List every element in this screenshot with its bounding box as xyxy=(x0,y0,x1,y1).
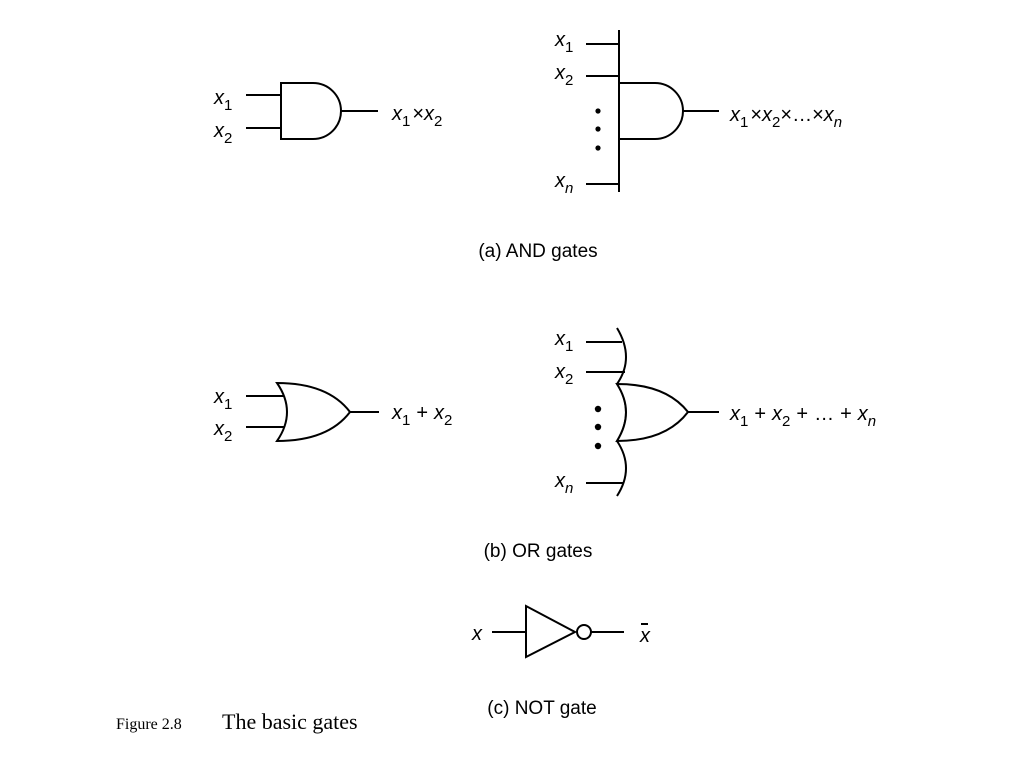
orn-label-x2: x2 xyxy=(554,361,573,388)
or-gate-two-input: x1 x2 x1+x2 xyxy=(213,381,452,445)
and2-gate-body xyxy=(280,82,342,140)
and2-label-x1: x1 xyxy=(213,87,232,114)
and-gate-two-input: x1 x2 x1×x2 xyxy=(213,82,442,147)
orn-ellipsis-dot xyxy=(594,405,602,413)
orn-label-xn: xn xyxy=(554,470,573,497)
andn-label-x2: x2 xyxy=(554,62,573,89)
caption-or-gates: (b) OR gates xyxy=(484,541,593,562)
orn-output-label: x1+x2+…+xn xyxy=(729,403,876,430)
or-input-curved-bus xyxy=(615,327,627,497)
andn-ellipsis-dot xyxy=(595,145,601,151)
andn-ellipsis-dot xyxy=(595,126,601,132)
figure-number: Figure 2.8 xyxy=(116,716,182,733)
and2-label-x2: x2 xyxy=(213,120,232,147)
or2-label-x1: x1 xyxy=(213,386,232,413)
andn-label-x1: x1 xyxy=(554,29,573,56)
andn-gate-body xyxy=(618,82,684,140)
caption-not-gate: (c) NOT gate xyxy=(487,698,596,719)
andn-output-label: x1×x2×…×xn xyxy=(729,104,842,131)
not-input-label: x xyxy=(471,623,483,645)
caption-and-gates: (a) AND gates xyxy=(478,241,597,262)
not-inversion-bubble xyxy=(576,624,592,640)
not-gate: x x xyxy=(471,604,651,659)
and2-output-label: x1×x2 xyxy=(391,103,442,130)
orn-label-x1: x1 xyxy=(554,328,573,355)
andn-ellipsis-dot xyxy=(595,108,601,114)
or2-label-x2: x2 xyxy=(213,418,232,445)
orn-gate-body xyxy=(615,382,690,443)
or2-output-label: x1+x2 xyxy=(391,402,452,429)
not-gate-triangle xyxy=(525,604,578,659)
figure-title: The basic gates xyxy=(222,709,358,734)
or2-gate-body xyxy=(275,381,352,443)
andn-label-xn: xn xyxy=(554,170,573,197)
and-gate-n-input: x1 x2 xn x1×x2×…×xn xyxy=(554,29,842,197)
or-gate-n-input: x1 x2 xn x1+x2+…+xn xyxy=(554,327,876,497)
orn-ellipsis-dot xyxy=(594,423,602,431)
orn-ellipsis-dot xyxy=(594,442,602,450)
not-output-label: x xyxy=(639,625,651,647)
